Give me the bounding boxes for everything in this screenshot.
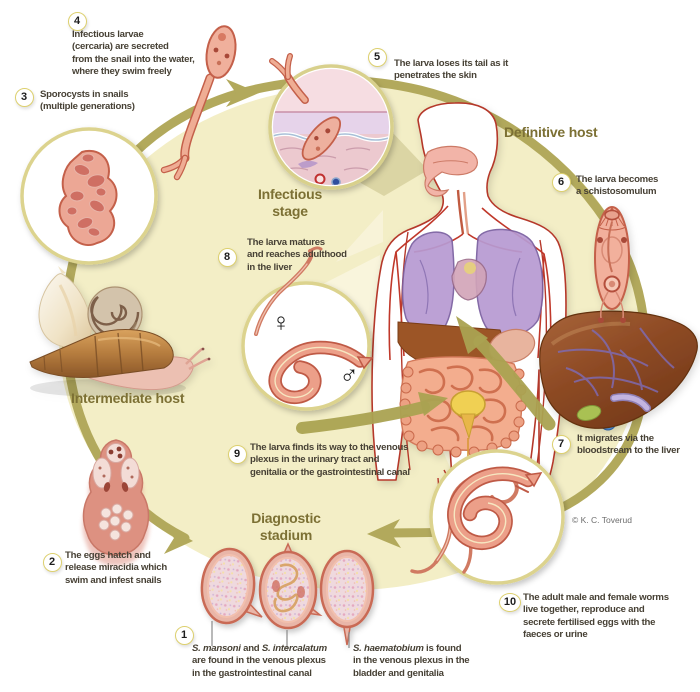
step-7-badge: 7	[551, 434, 571, 454]
text-line: secrete fertilised eggs with the	[523, 616, 656, 628]
text-line: The larva matures	[247, 237, 325, 248]
species-name: S. intercalatum	[261, 643, 327, 654]
liver-migration-arrow	[473, 335, 556, 431]
step-10-text: The adult male and female worms live tog…	[523, 592, 669, 641]
internal-arrows	[296, 316, 556, 434]
illustrator-credit: © K. C. Toverud	[572, 515, 632, 525]
text-line: from the snail into the water,	[72, 53, 195, 65]
arrowhead-bottom-left	[162, 523, 193, 554]
adult-worms-circle: ♀ ♂	[241, 246, 374, 411]
text-line: are found in the venous plexus	[192, 655, 326, 667]
cycle-arrowheads	[162, 79, 401, 554]
text-line: The eggs hatch and	[65, 550, 151, 561]
male-worm	[268, 340, 374, 405]
step-6-text: The larva becomes a schistosomulum	[576, 174, 658, 199]
text-line: genitalia or the gastrointestinal canal	[250, 466, 410, 478]
egg-s-haematobium	[319, 549, 375, 646]
species-name: S. haematobium	[353, 643, 424, 654]
paired-worms-circle	[410, 449, 565, 585]
egg-caption-left: S. mansoni and S. intercalatum are found…	[192, 643, 327, 680]
female-symbol: ♀	[271, 307, 291, 337]
text-line: penetrates the skin	[394, 69, 477, 81]
eggs-illustration	[200, 542, 375, 646]
text-line: plexus in the urinary tract and	[250, 454, 380, 466]
text-line: live together, reproduce and	[523, 604, 645, 616]
step-8-badge: 8	[217, 247, 237, 267]
definitive-host-label: Definitive host	[504, 124, 598, 140]
text-line: bladder and genitalia	[353, 667, 444, 679]
step-3-badge: 3	[14, 87, 34, 107]
text-line: release miracidia which	[65, 562, 167, 574]
text-line: Sporocysts in snails	[40, 88, 129, 100]
venous-plexus-arrow	[296, 401, 430, 434]
text-line: It migrates via the	[577, 433, 654, 444]
step-9-text: The larva finds its way to the venous pl…	[250, 442, 410, 479]
text-line: a schistosomulum	[576, 186, 657, 198]
text-line: in the venous plexus in the	[353, 655, 470, 667]
diagnostic-stadium-label: Diagnostic stadium	[251, 510, 321, 543]
step-7-text: It migrates via the bloodstream to the l…	[577, 433, 680, 458]
step-2-text: The eggs hatch and release miracidia whi…	[65, 550, 167, 587]
egg-caption-right: S. haematobium is found in the venous pl…	[353, 643, 470, 680]
cercaria-illustration	[160, 25, 237, 181]
step-8-text: The larva matures and reaches adulthood …	[247, 237, 347, 274]
text-line: The larva finds its way to the venous	[250, 442, 409, 453]
step-4-text: Infectious larvae (cercaria) are secrete…	[72, 29, 195, 78]
miracidium-illustration	[82, 439, 150, 566]
egg-caption-lines	[211, 621, 350, 648]
text-line: where they swim freely	[72, 65, 172, 77]
step-9-badge: 9	[227, 444, 247, 464]
male-worm	[447, 466, 543, 551]
step-3-text: Sporocysts in snails (multiple generatio…	[40, 89, 135, 114]
egg-s-intercalatum	[258, 542, 323, 630]
snails-illustration	[29, 266, 211, 397]
arrowhead-top	[226, 79, 259, 107]
text-line: bloodstream to the liver	[577, 445, 680, 457]
text-line: The larva becomes	[576, 174, 659, 185]
text-line: (multiple generations)	[40, 100, 135, 112]
male-symbol: ♂	[339, 359, 359, 389]
species-name: S. mansoni	[192, 643, 241, 654]
sporocyst-circle	[20, 127, 158, 265]
text-line: S. haematobium is found	[353, 643, 462, 654]
step-1-badge: 1	[174, 625, 194, 645]
egg-s-mansoni	[200, 547, 263, 625]
text-line: in the gastrointestinal canal	[192, 667, 312, 679]
step-5-badge: 5	[367, 47, 387, 67]
step-6-badge: 6	[551, 172, 571, 192]
text-line: Infectious larvae	[72, 29, 144, 40]
ramshorn-snail-shell	[87, 286, 143, 342]
infectious-stage-label: Infectious stage	[257, 186, 323, 219]
step-2-badge: 2	[42, 552, 62, 572]
arrowhead-bottom-right	[367, 519, 401, 548]
text-line: swim and infest snails	[65, 574, 162, 586]
step-10-badge: 10	[499, 592, 521, 612]
text-line: in the liver	[247, 261, 292, 273]
skin-to-head-ray	[352, 132, 428, 196]
cone-snail-with-body	[29, 329, 211, 390]
text-line: and reaches adulthood	[247, 249, 347, 261]
text-line: The adult male and female worms	[523, 592, 669, 603]
step-4-badge: 4	[67, 11, 87, 31]
text-line: S. mansoni and S. intercalatum	[192, 643, 327, 654]
skin-penetration-circle	[268, 53, 394, 190]
intermediate-host-label: Intermediate host	[71, 390, 185, 406]
cercaria-tail-fork	[269, 53, 309, 104]
text-line: faeces or urine	[523, 628, 588, 640]
step-5-text: The larva loses its tail as it penetrate…	[394, 58, 508, 83]
liver-illustration	[539, 310, 698, 431]
text-line: (cercaria) are secreted	[72, 41, 169, 53]
schistosomulum-illustration	[594, 206, 630, 323]
text-line: The larva loses its tail as it	[394, 57, 509, 69]
